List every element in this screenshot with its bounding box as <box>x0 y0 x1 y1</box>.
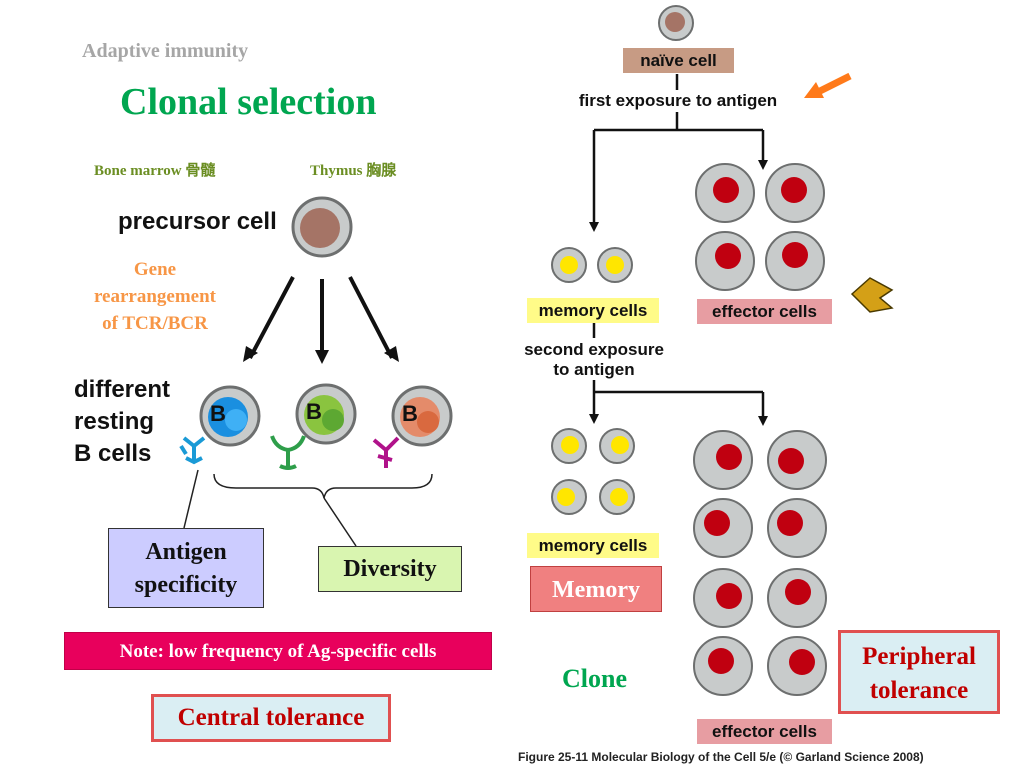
arrowhead-memory <box>589 222 599 232</box>
effector-cell <box>693 498 753 558</box>
specificity-connector <box>183 469 199 529</box>
second-exposure-label: second exposure to antigen <box>514 340 674 380</box>
memory-cell <box>551 428 587 464</box>
resting-label-line: B cells <box>74 440 152 467</box>
arrowhead-right <box>384 346 399 362</box>
second-exposure-line: second exposure <box>524 340 664 359</box>
note-banner: Note: low frequency of Ag-specific cells <box>64 632 492 670</box>
bone-marrow-label: Bone marrow 骨髓 <box>94 163 216 179</box>
gene-label-line: Gene <box>133 259 177 280</box>
precursor-cell <box>291 196 353 258</box>
effector-cells-label: effector cells <box>697 719 832 744</box>
memory-cell <box>551 247 587 283</box>
b-cell-green <box>295 383 357 445</box>
first-exposure-label: first exposure to antigen <box>560 90 796 112</box>
specificity-line: specificity <box>134 572 238 598</box>
gene-label-line: of TCR/BCR <box>102 313 208 334</box>
memory-cell <box>551 479 587 515</box>
arrowhead-left <box>243 346 258 362</box>
memory-cells-label: memory cells <box>527 533 659 558</box>
effector-cell <box>767 636 827 696</box>
b-cell-orange <box>391 385 453 447</box>
peripheral-tolerance-box: Peripheral tolerance <box>838 630 1000 714</box>
effector-cell <box>767 430 827 490</box>
effector-cell <box>765 163 825 223</box>
peripheral-line: tolerance <box>869 677 969 704</box>
slide-title: Clonal selection <box>120 81 377 123</box>
figure-caption: Figure 25-11 Molecular Biology of the Ce… <box>518 750 924 764</box>
receptor-magenta-icon <box>372 436 400 468</box>
b-cell-blue <box>199 385 261 447</box>
diversity-box: Diversity <box>318 546 462 592</box>
resting-label-line: different <box>74 376 170 403</box>
antigen-specificity-box: Antigen specificity <box>108 528 264 608</box>
effector-cell <box>767 568 827 628</box>
diversity-connector <box>323 497 357 547</box>
effector-cell <box>695 231 755 291</box>
arrowhead-effector <box>758 160 768 170</box>
clone-label: Clone <box>562 664 627 693</box>
slide-subtitle: Adaptive immunity <box>82 40 249 62</box>
arrowhead-center <box>315 350 329 364</box>
resting-label-line: resting <box>74 408 155 435</box>
effector-cell <box>767 498 827 558</box>
b-cell-letter: B <box>402 401 418 426</box>
gene-label-line: rearrangement <box>93 286 217 307</box>
effector-cell <box>695 163 755 223</box>
naive-cell-label: naïve cell <box>623 48 734 73</box>
receptor-green-icon <box>270 435 306 470</box>
resting-b-cells-label: different resting B cells <box>74 374 170 470</box>
branch-arrow-left <box>248 276 295 359</box>
arrowhead-effector2 <box>758 416 768 426</box>
effector-cell <box>693 636 753 696</box>
second-exposure-line: to antigen <box>553 360 635 379</box>
b-cell-letter: B <box>210 401 226 426</box>
branch-arrow-right <box>348 276 394 359</box>
thymus-label: Thymus 胸腺 <box>310 163 397 179</box>
effector-cell <box>693 568 753 628</box>
memory-cell <box>597 247 633 283</box>
effector-cell <box>693 430 753 490</box>
memory-cell <box>599 479 635 515</box>
arrowhead-memory2 <box>589 414 599 424</box>
precursor-cell-label: precursor cell <box>118 208 277 235</box>
effector-cell <box>765 231 825 291</box>
central-tolerance-box: Central tolerance <box>151 694 391 742</box>
receptor-blue-icon <box>179 436 206 465</box>
b-cell-letter: B <box>306 399 322 424</box>
memory-cells-label: memory cells <box>527 298 659 323</box>
naive-cell <box>658 5 694 41</box>
peripheral-line: Peripheral <box>862 643 976 670</box>
effector-cells-label: effector cells <box>697 299 832 324</box>
memory-cell <box>599 428 635 464</box>
memory-box: Memory <box>530 566 662 612</box>
gene-rearrangement-label: Gene rearrangement of TCR/BCR <box>72 256 238 337</box>
specificity-line: Antigen <box>145 539 227 565</box>
orange-pointer-arrow-icon <box>804 72 852 98</box>
gold-chevron-icon <box>850 277 894 313</box>
